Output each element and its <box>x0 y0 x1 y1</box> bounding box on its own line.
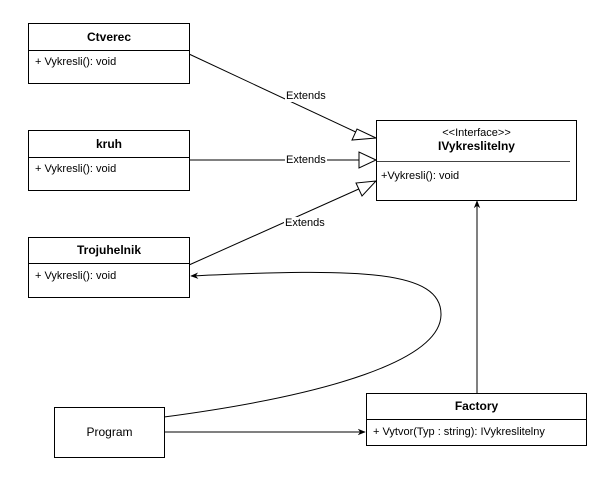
generalization-arrowhead-ctverec <box>351 128 378 141</box>
interface-name: IVykreslitelny <box>438 139 515 153</box>
class-method: + Vykresli(): void <box>35 56 117 68</box>
divider <box>367 419 586 420</box>
class-name: Ctverec <box>86 30 132 44</box>
divider <box>29 157 189 158</box>
class-trojuhelnik[interactable]: Trojuhelnik + Vykresli(): void <box>28 237 190 298</box>
divider <box>377 161 570 162</box>
divider <box>29 50 189 51</box>
class-name: Program <box>86 425 133 439</box>
interface-ivykreslitelny[interactable]: <<Interface>> IVykreslitelny +Vykresli()… <box>376 120 577 201</box>
class-name: kruh <box>95 137 122 151</box>
generalization-arrowhead-kruh <box>358 151 378 169</box>
extends-line-trojuhelnik <box>188 187 362 266</box>
interface-method: +Vykresli(): void <box>381 170 460 182</box>
class-ctverec[interactable]: Ctverec + Vykresli(): void <box>28 23 190 84</box>
class-kruh[interactable]: kruh + Vykresli(): void <box>28 130 190 191</box>
class-method: + Vytvor(Typ : string): IVykreslitelny <box>373 426 545 438</box>
extends-label-kruh: Extends <box>285 154 327 166</box>
class-method: + Vykresli(): void <box>35 163 117 175</box>
extends-label-ctverec: Extends <box>285 90 327 102</box>
stereotype-label: <<Interface>> <box>442 127 511 139</box>
class-name: Factory <box>454 399 499 413</box>
extends-line-ctverec <box>188 53 361 135</box>
class-program[interactable]: Program <box>54 407 165 458</box>
extends-label-trojuhelnik: Extends <box>284 217 326 229</box>
divider <box>29 263 189 264</box>
class-name: Trojuhelnik <box>76 243 141 257</box>
generalization-arrowhead-trojuhelnik <box>355 180 378 197</box>
association-curve-program-trojuhelnik <box>163 271 442 418</box>
class-factory[interactable]: Factory + Vytvor(Typ : string): IVykresl… <box>366 393 587 446</box>
class-method: + Vykresli(): void <box>35 270 117 282</box>
